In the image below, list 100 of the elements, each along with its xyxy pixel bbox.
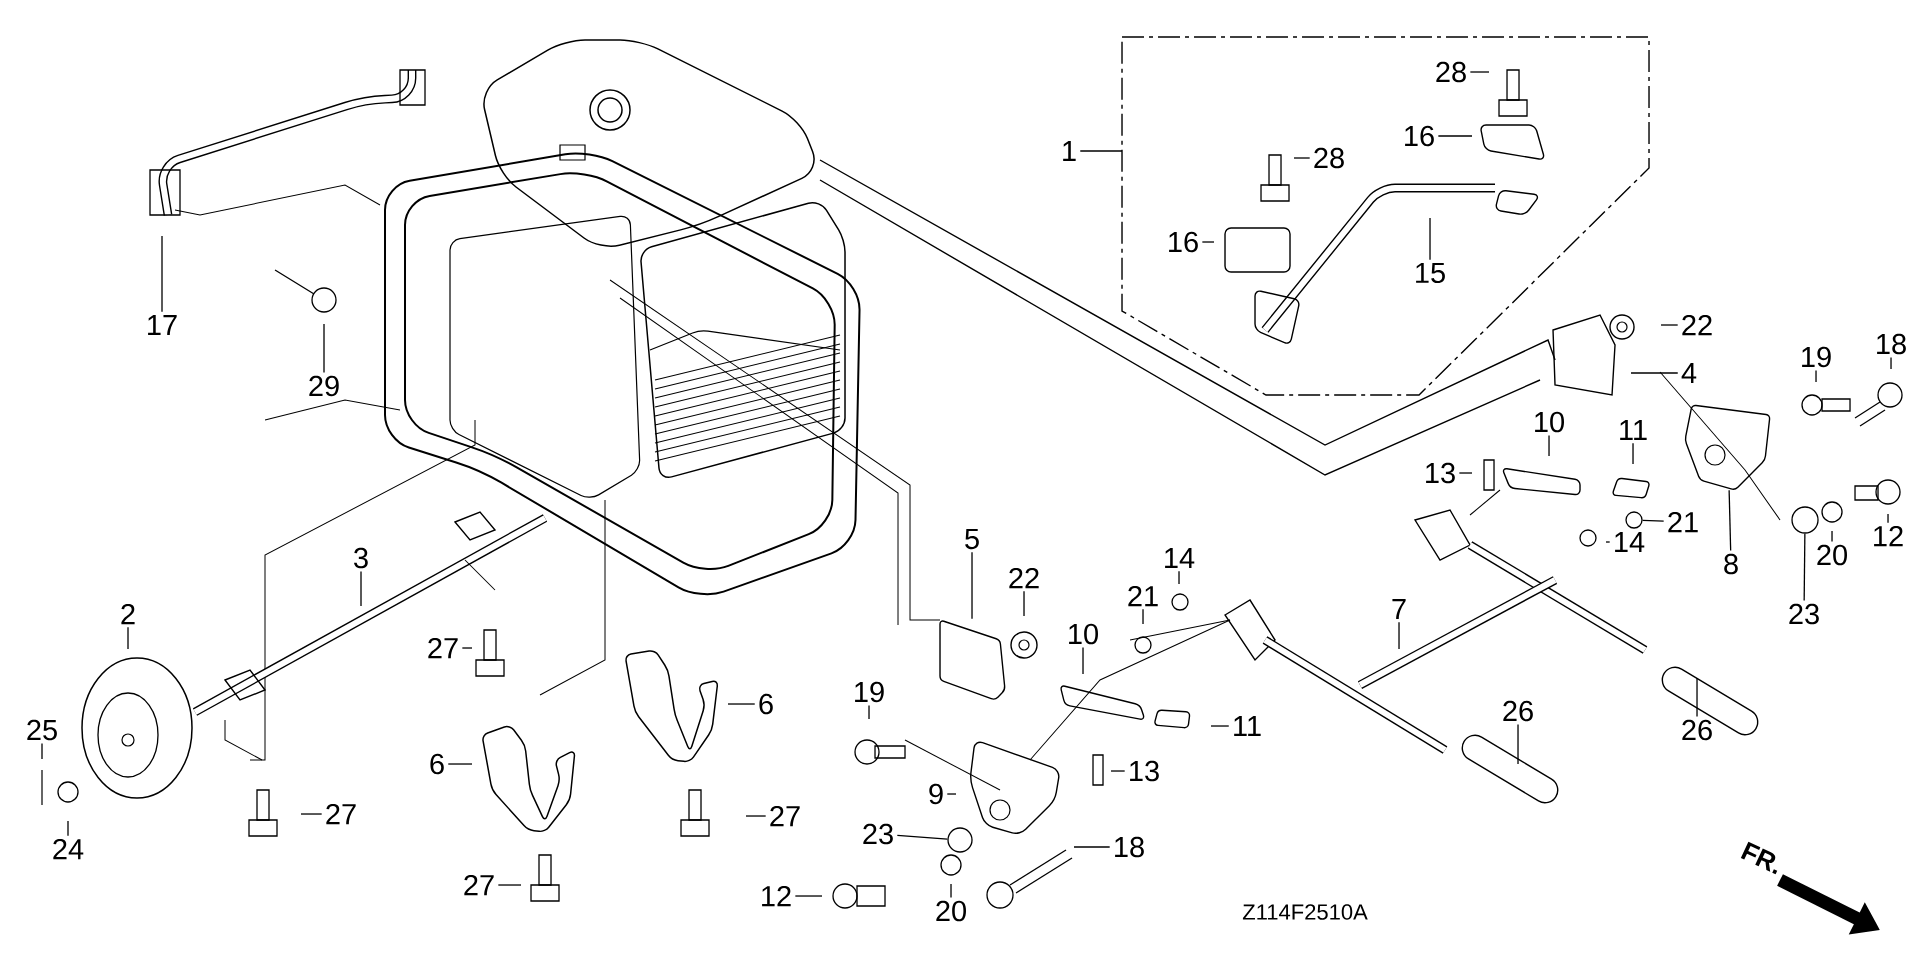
leader-line bbox=[950, 883, 952, 899]
leader-line bbox=[1642, 519, 1665, 522]
callout-number: 29 bbox=[309, 375, 339, 397]
leader-line bbox=[1429, 217, 1431, 261]
callout-number: 25 bbox=[27, 719, 57, 741]
callout-number: 12 bbox=[762, 885, 791, 907]
leader-line bbox=[971, 551, 973, 620]
callout-number: 2 bbox=[121, 603, 135, 625]
hinge-drawing bbox=[1684, 404, 1771, 490]
leader-line bbox=[946, 793, 957, 795]
leader-line bbox=[1142, 608, 1144, 625]
callout-number: 27 bbox=[428, 637, 458, 659]
leader-line bbox=[1517, 723, 1519, 765]
leader-line bbox=[1831, 530, 1833, 543]
callout-number: 16 bbox=[1169, 231, 1198, 253]
callout-number: 19 bbox=[855, 681, 884, 703]
leader-line bbox=[360, 570, 362, 607]
washer-drawing bbox=[947, 827, 973, 853]
leader-line bbox=[1073, 846, 1111, 848]
leader-line bbox=[67, 820, 69, 837]
callout-number: 8 bbox=[1724, 553, 1738, 575]
callout-number: 14 bbox=[1165, 548, 1195, 568]
leader-line bbox=[1398, 621, 1400, 650]
callout-number: 21 bbox=[1668, 511, 1698, 533]
callout-number: 26 bbox=[1503, 700, 1533, 722]
callout-number: 21 bbox=[1128, 585, 1158, 607]
bracket-drawing bbox=[939, 620, 1006, 700]
callout-number: 14 bbox=[1615, 532, 1645, 552]
leader-line bbox=[745, 815, 767, 817]
leader-line bbox=[1458, 472, 1473, 474]
leader-line bbox=[41, 742, 43, 760]
callout-number: 23 bbox=[1789, 603, 1819, 625]
leader-line bbox=[1890, 356, 1892, 370]
leader-line bbox=[896, 834, 949, 840]
leader-line bbox=[794, 895, 823, 897]
washer-drawing bbox=[1791, 506, 1819, 534]
callout-number: 23 bbox=[863, 823, 893, 845]
leader-line bbox=[1201, 241, 1215, 243]
callout-number: 6 bbox=[759, 693, 773, 715]
callout-number: 24 bbox=[53, 838, 84, 860]
callout-number: 10 bbox=[1069, 623, 1098, 645]
callout-number: 11 bbox=[1620, 420, 1647, 440]
leader-line bbox=[461, 647, 473, 649]
washer-drawing bbox=[1625, 511, 1643, 529]
callout-number: 9 bbox=[929, 783, 943, 805]
leader-line bbox=[1632, 442, 1634, 465]
leader-line bbox=[1605, 541, 1611, 543]
leader-line bbox=[1696, 677, 1698, 718]
leader-line bbox=[727, 703, 756, 705]
leader-line bbox=[300, 813, 323, 815]
leader-line bbox=[868, 704, 870, 720]
leader-line bbox=[1079, 150, 1123, 152]
leader-line bbox=[161, 235, 163, 313]
callout-number: 19 bbox=[1802, 346, 1831, 368]
callout-number: 17 bbox=[148, 315, 177, 335]
leader-line bbox=[127, 626, 129, 650]
drawing-code: Z114F2510A bbox=[1242, 904, 1368, 920]
callout-number: 1 bbox=[1063, 141, 1076, 161]
callout-number: 28 bbox=[1436, 61, 1466, 83]
callout-number: 10 bbox=[1535, 411, 1564, 433]
leader-line bbox=[1293, 157, 1311, 159]
leader-line bbox=[1728, 489, 1732, 552]
leader-line bbox=[1815, 369, 1817, 383]
callout-number: 18 bbox=[1877, 333, 1906, 355]
leader-line bbox=[1178, 570, 1180, 585]
leader-line bbox=[1469, 71, 1490, 73]
leader-line bbox=[1082, 646, 1084, 675]
leader-line bbox=[1023, 590, 1025, 617]
leader-line bbox=[1437, 135, 1473, 137]
leader-line bbox=[323, 323, 325, 374]
leader-line bbox=[1110, 770, 1126, 772]
leader-line bbox=[497, 884, 522, 886]
callout-number: 13 bbox=[1130, 760, 1159, 782]
callout-number: 22 bbox=[1682, 314, 1712, 336]
callout-number: 6 bbox=[430, 753, 444, 775]
callout-number: 15 bbox=[1416, 262, 1445, 284]
callout-number: 12 bbox=[1874, 525, 1903, 547]
callout-number: 11 bbox=[1234, 716, 1261, 736]
callout-number: 27 bbox=[326, 803, 356, 825]
callout-number: 27 bbox=[464, 874, 494, 896]
callout-number: 27 bbox=[770, 805, 800, 827]
callout-number: 4 bbox=[1681, 363, 1697, 383]
callout-number: 5 bbox=[965, 528, 979, 550]
callout-number: 20 bbox=[936, 900, 966, 922]
leader-line bbox=[1887, 513, 1889, 524]
leader-line bbox=[1548, 434, 1550, 457]
callout-number: 18 bbox=[1115, 836, 1144, 858]
callout-number: 20 bbox=[1817, 544, 1847, 566]
direction-label: FR. bbox=[1740, 841, 1778, 875]
leader-line bbox=[1660, 324, 1679, 326]
leader-line bbox=[447, 763, 473, 765]
leader-line bbox=[1210, 725, 1230, 727]
callout-number: 28 bbox=[1314, 147, 1344, 169]
callout-number: 3 bbox=[354, 547, 368, 569]
callout-number: 16 bbox=[1405, 125, 1434, 147]
callout-number: 22 bbox=[1009, 567, 1039, 589]
callout-number: 13 bbox=[1426, 462, 1455, 484]
callout-number: 26 bbox=[1682, 719, 1712, 741]
leader-line bbox=[1630, 372, 1679, 374]
callout-number: 7 bbox=[1392, 599, 1406, 619]
